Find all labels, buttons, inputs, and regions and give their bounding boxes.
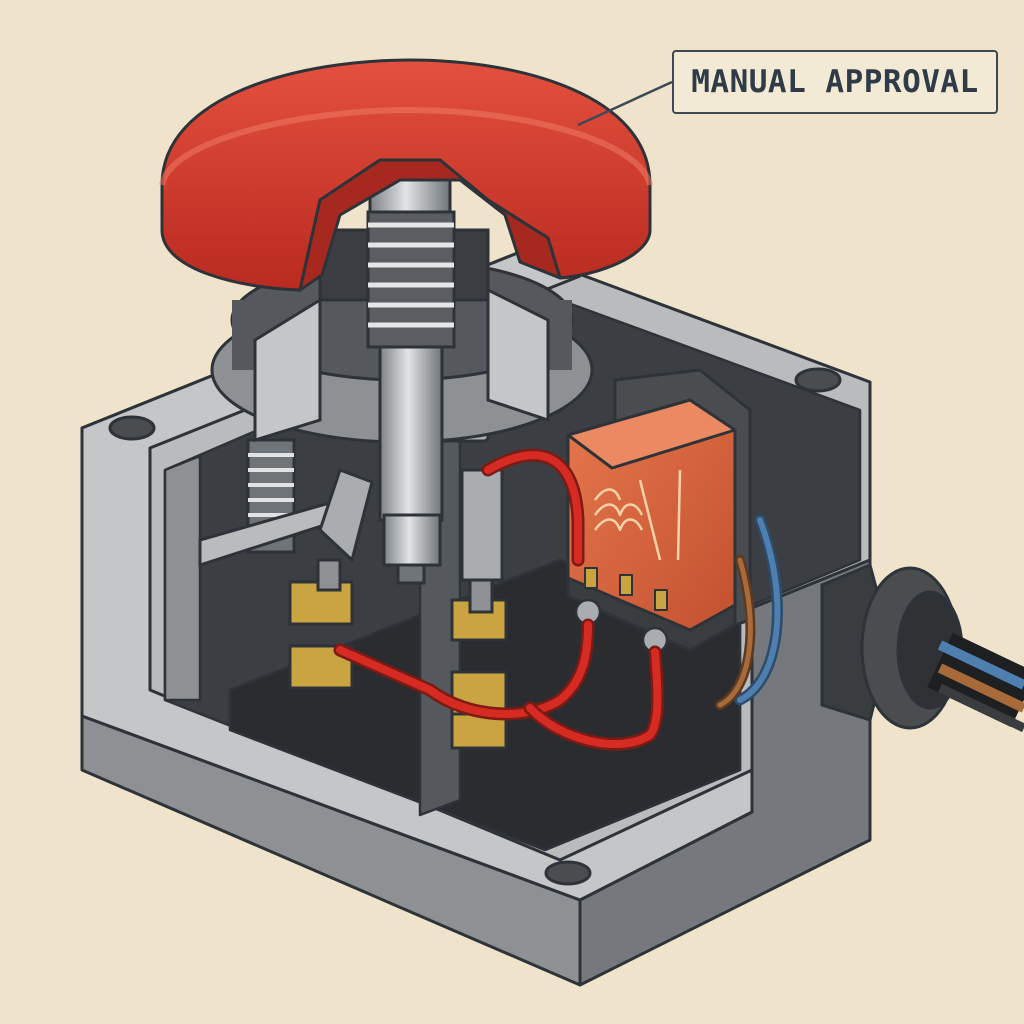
mounting-hole-right: [794, 367, 842, 393]
mounting-hole-left: [108, 415, 156, 441]
red-wire: [333, 448, 664, 751]
callout-leader-line: [577, 80, 673, 127]
relay-body-top: [566, 398, 737, 470]
compression-spring: [366, 210, 456, 349]
contact-block-2: [288, 644, 354, 690]
relay-coil: [593, 488, 644, 532]
inner-wall-left: [163, 454, 202, 702]
button-cap-cutaway: [298, 158, 562, 292]
mounting-holes: [108, 367, 842, 886]
manual-approval-callout: MANUAL APPROVAL: [672, 50, 998, 114]
relay-module: [566, 368, 752, 654]
output-cable: [927, 632, 1024, 733]
side-spring: [198, 438, 342, 568]
mounting-hole-front: [544, 860, 592, 886]
red-push-button-cap[interactable]: [159, 58, 653, 292]
internal-cables: [715, 514, 783, 710]
relay-terminals: [584, 567, 668, 611]
